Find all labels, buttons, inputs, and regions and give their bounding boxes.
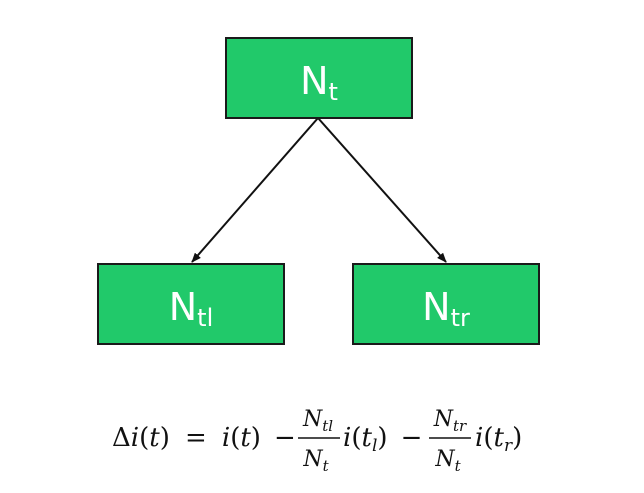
svg-text:Ntr: Ntr	[433, 407, 467, 435]
formula-middle-part: i(tl) −	[343, 423, 422, 456]
svg-text:Nt: Nt	[302, 447, 329, 475]
formula-right-part: i(tr)	[475, 423, 522, 456]
node-right: Ntr	[352, 263, 540, 345]
fraction-left: Ntl Nt	[298, 407, 340, 475]
node-left: Ntl	[97, 263, 285, 345]
node-left-label: Ntl	[169, 285, 214, 332]
svg-text:Nt: Nt	[434, 447, 461, 475]
node-root: Nt	[225, 37, 413, 119]
node-right-label: Ntr	[422, 285, 470, 332]
edge-root-to-left	[191, 117, 319, 263]
edge-root-to-right	[317, 117, 447, 263]
decision-tree-diagram: Nt Ntl Ntr	[97, 37, 540, 345]
svg-text:Ntl: Ntl	[302, 407, 333, 435]
node-root-label: Nt	[300, 59, 338, 106]
impurity-decrease-formula: Δi(t) = i(t) − Ntl Nt i(tl) − Ntr Nt i(t…	[112, 407, 522, 475]
formula-left-part: Δi(t) = i(t) −	[112, 423, 296, 453]
fraction-right: Ntr Nt	[429, 407, 471, 475]
